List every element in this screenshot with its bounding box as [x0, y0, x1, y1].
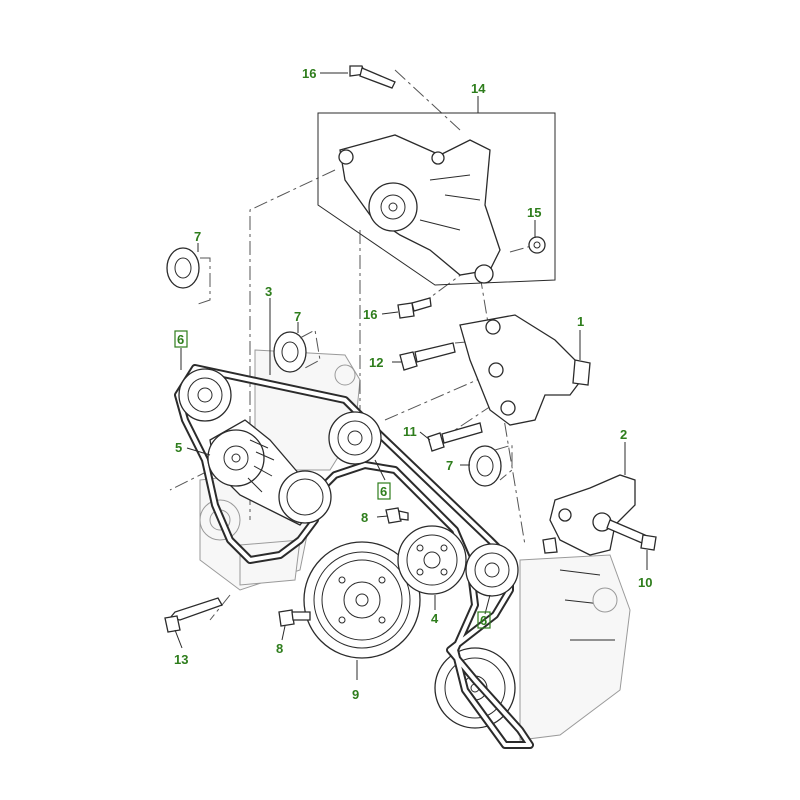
- callout-6-left-box: [174, 330, 188, 348]
- crankshaft-pulley-9: [303, 541, 421, 659]
- callout-10: 10: [638, 575, 652, 590]
- bolt-8-upper: [385, 507, 409, 524]
- idler-cap-7-right: [468, 444, 513, 487]
- belt-tensioner-5: [207, 419, 332, 526]
- bolt-12: [399, 342, 456, 371]
- callout-leaders: [174, 72, 648, 680]
- callout-7-mid: 7: [294, 309, 301, 324]
- pump-bracket-14: [317, 112, 556, 286]
- bolt-16-mid: [397, 297, 432, 319]
- callout-16-mid: 16: [363, 307, 377, 322]
- callout-4: 4: [431, 611, 439, 626]
- callout-7-right: 7: [446, 458, 453, 473]
- pump-pulley-4: [397, 525, 467, 595]
- idler-pulley-6-left: [178, 368, 232, 422]
- idler-pulley-6-center: [328, 411, 382, 465]
- idler-pulley-6-right: [465, 543, 519, 597]
- bolt-11: [427, 422, 483, 452]
- callout-14: 14: [471, 81, 486, 96]
- ac-compressor-ghost: [434, 554, 631, 741]
- callout-3: 3: [265, 284, 272, 299]
- callout-7-top: 7: [194, 229, 201, 244]
- callout-11: 11: [403, 424, 417, 439]
- stud-13: [164, 597, 223, 633]
- bolt-15: [528, 236, 546, 254]
- callout-9: 9: [352, 687, 359, 702]
- callout-6-right: 6: [480, 613, 487, 628]
- idler-cap-7-top: [166, 247, 211, 306]
- callout-12: 12: [369, 355, 383, 370]
- callout-6-left: 6: [177, 332, 184, 347]
- bracket-1: [459, 314, 591, 426]
- bolt-8-lower: [278, 609, 311, 627]
- bracket-2: [542, 474, 636, 556]
- callout-8-upper: 8: [361, 510, 368, 525]
- callout-16-top: 16: [302, 66, 316, 81]
- bolt-16-top: [349, 65, 396, 89]
- callout-6-right-box: [477, 611, 491, 629]
- callout-1: 1: [577, 314, 584, 329]
- callout-5: 5: [175, 440, 182, 455]
- callout-labels: 16 14 15 7 3 7 16 1 6 12 11 2 5 7 6 8 10…: [174, 66, 652, 702]
- callout-2: 2: [620, 427, 627, 442]
- callout-15: 15: [527, 205, 541, 220]
- callout-6-center: 6: [380, 484, 387, 499]
- callout-6-center-box: [377, 482, 391, 500]
- idler-cap-7-mid: [273, 329, 321, 373]
- callout-8-lower: 8: [276, 641, 283, 656]
- callout-13: 13: [174, 652, 188, 667]
- bolt-10: [606, 519, 657, 551]
